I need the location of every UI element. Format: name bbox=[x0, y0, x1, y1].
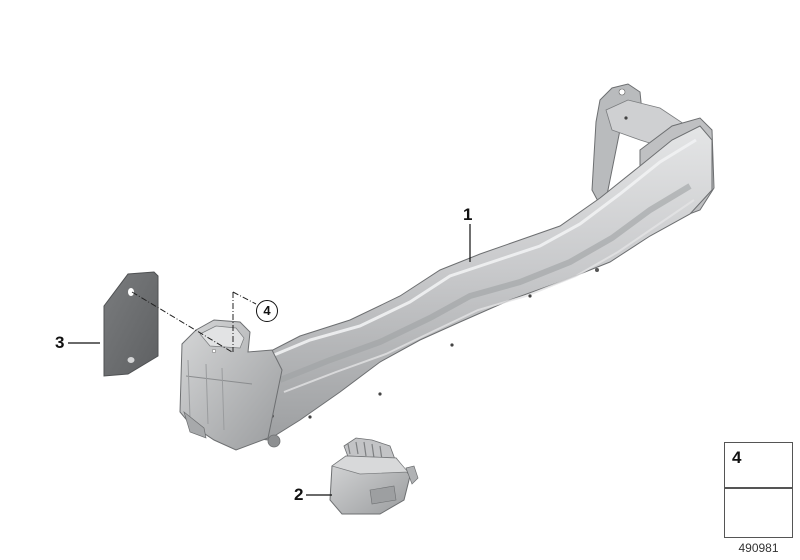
legend-box-nut[interactable]: 4 bbox=[724, 442, 793, 488]
assembly-lines bbox=[131, 291, 257, 353]
part-1-bumper-beam bbox=[229, 83, 715, 448]
leader-lines bbox=[68, 224, 471, 496]
callout-2[interactable]: 2 bbox=[294, 485, 304, 504]
legend-box-arrow bbox=[724, 488, 793, 538]
left-crash-box bbox=[179, 319, 283, 451]
callout-4[interactable]: 4 bbox=[256, 300, 278, 322]
callout-1[interactable]: 1 bbox=[463, 205, 473, 224]
part-3-cover-plate bbox=[103, 271, 159, 377]
diagram-id: 490981 bbox=[738, 541, 779, 555]
callout-3[interactable]: 3 bbox=[55, 333, 65, 352]
part-2-bracket-module bbox=[329, 437, 419, 515]
legend-number: 4 bbox=[732, 448, 742, 467]
